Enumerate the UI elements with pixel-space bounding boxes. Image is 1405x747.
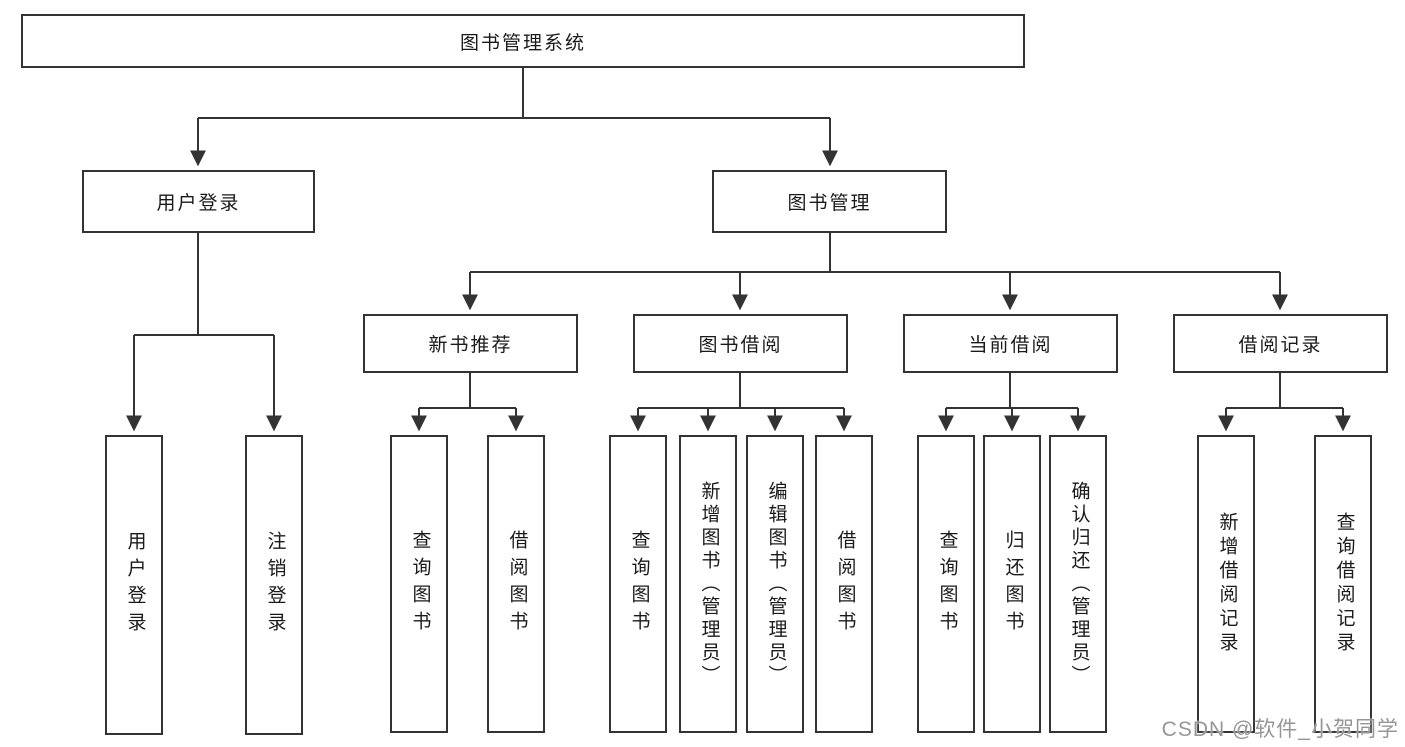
connector-root-stem	[198, 68, 830, 119]
connector-borrow-stem	[638, 373, 844, 409]
connector-newbook-stem	[419, 373, 516, 409]
leaf-query-books-recommend: 查询图书	[390, 435, 448, 733]
leaf-borrow-books: 借阅图书	[815, 435, 873, 733]
connector-userlogin-stem	[134, 233, 274, 336]
leaf-add-books-admin: 新增图书（管理员）	[679, 435, 737, 733]
leaf-query-borrow-record: 查询借阅记录	[1314, 435, 1372, 733]
node-current-borrowing: 当前借阅	[903, 314, 1118, 373]
leaf-borrow-books-recommend: 借阅图书	[487, 435, 545, 733]
connector-bookmgmt-stem	[470, 233, 1280, 273]
connector-records-stem	[1226, 373, 1343, 409]
leaf-add-borrow-record: 新增借阅记录	[1197, 435, 1255, 733]
leaf-confirm-return-admin: 确认归还（管理员）	[1049, 435, 1107, 733]
leaf-edit-books-admin: 编辑图书（管理员）	[746, 435, 804, 733]
leaf-logout: 注销登录	[245, 435, 303, 735]
connector-current-stem	[946, 373, 1078, 409]
node-library-management-system: 图书管理系统	[21, 14, 1025, 68]
leaf-query-books-current: 查询图书	[917, 435, 975, 733]
node-new-book-recommendation: 新书推荐	[363, 314, 578, 373]
node-book-management: 图书管理	[712, 170, 947, 233]
leaf-return-books: 归还图书	[983, 435, 1041, 733]
node-borrowing-records: 借阅记录	[1173, 314, 1388, 373]
leaf-user-login: 用户登录	[105, 435, 163, 735]
leaf-query-books-borrowing: 查询图书	[609, 435, 667, 733]
node-user-login: 用户登录	[82, 170, 315, 233]
node-book-borrowing: 图书借阅	[633, 314, 848, 373]
